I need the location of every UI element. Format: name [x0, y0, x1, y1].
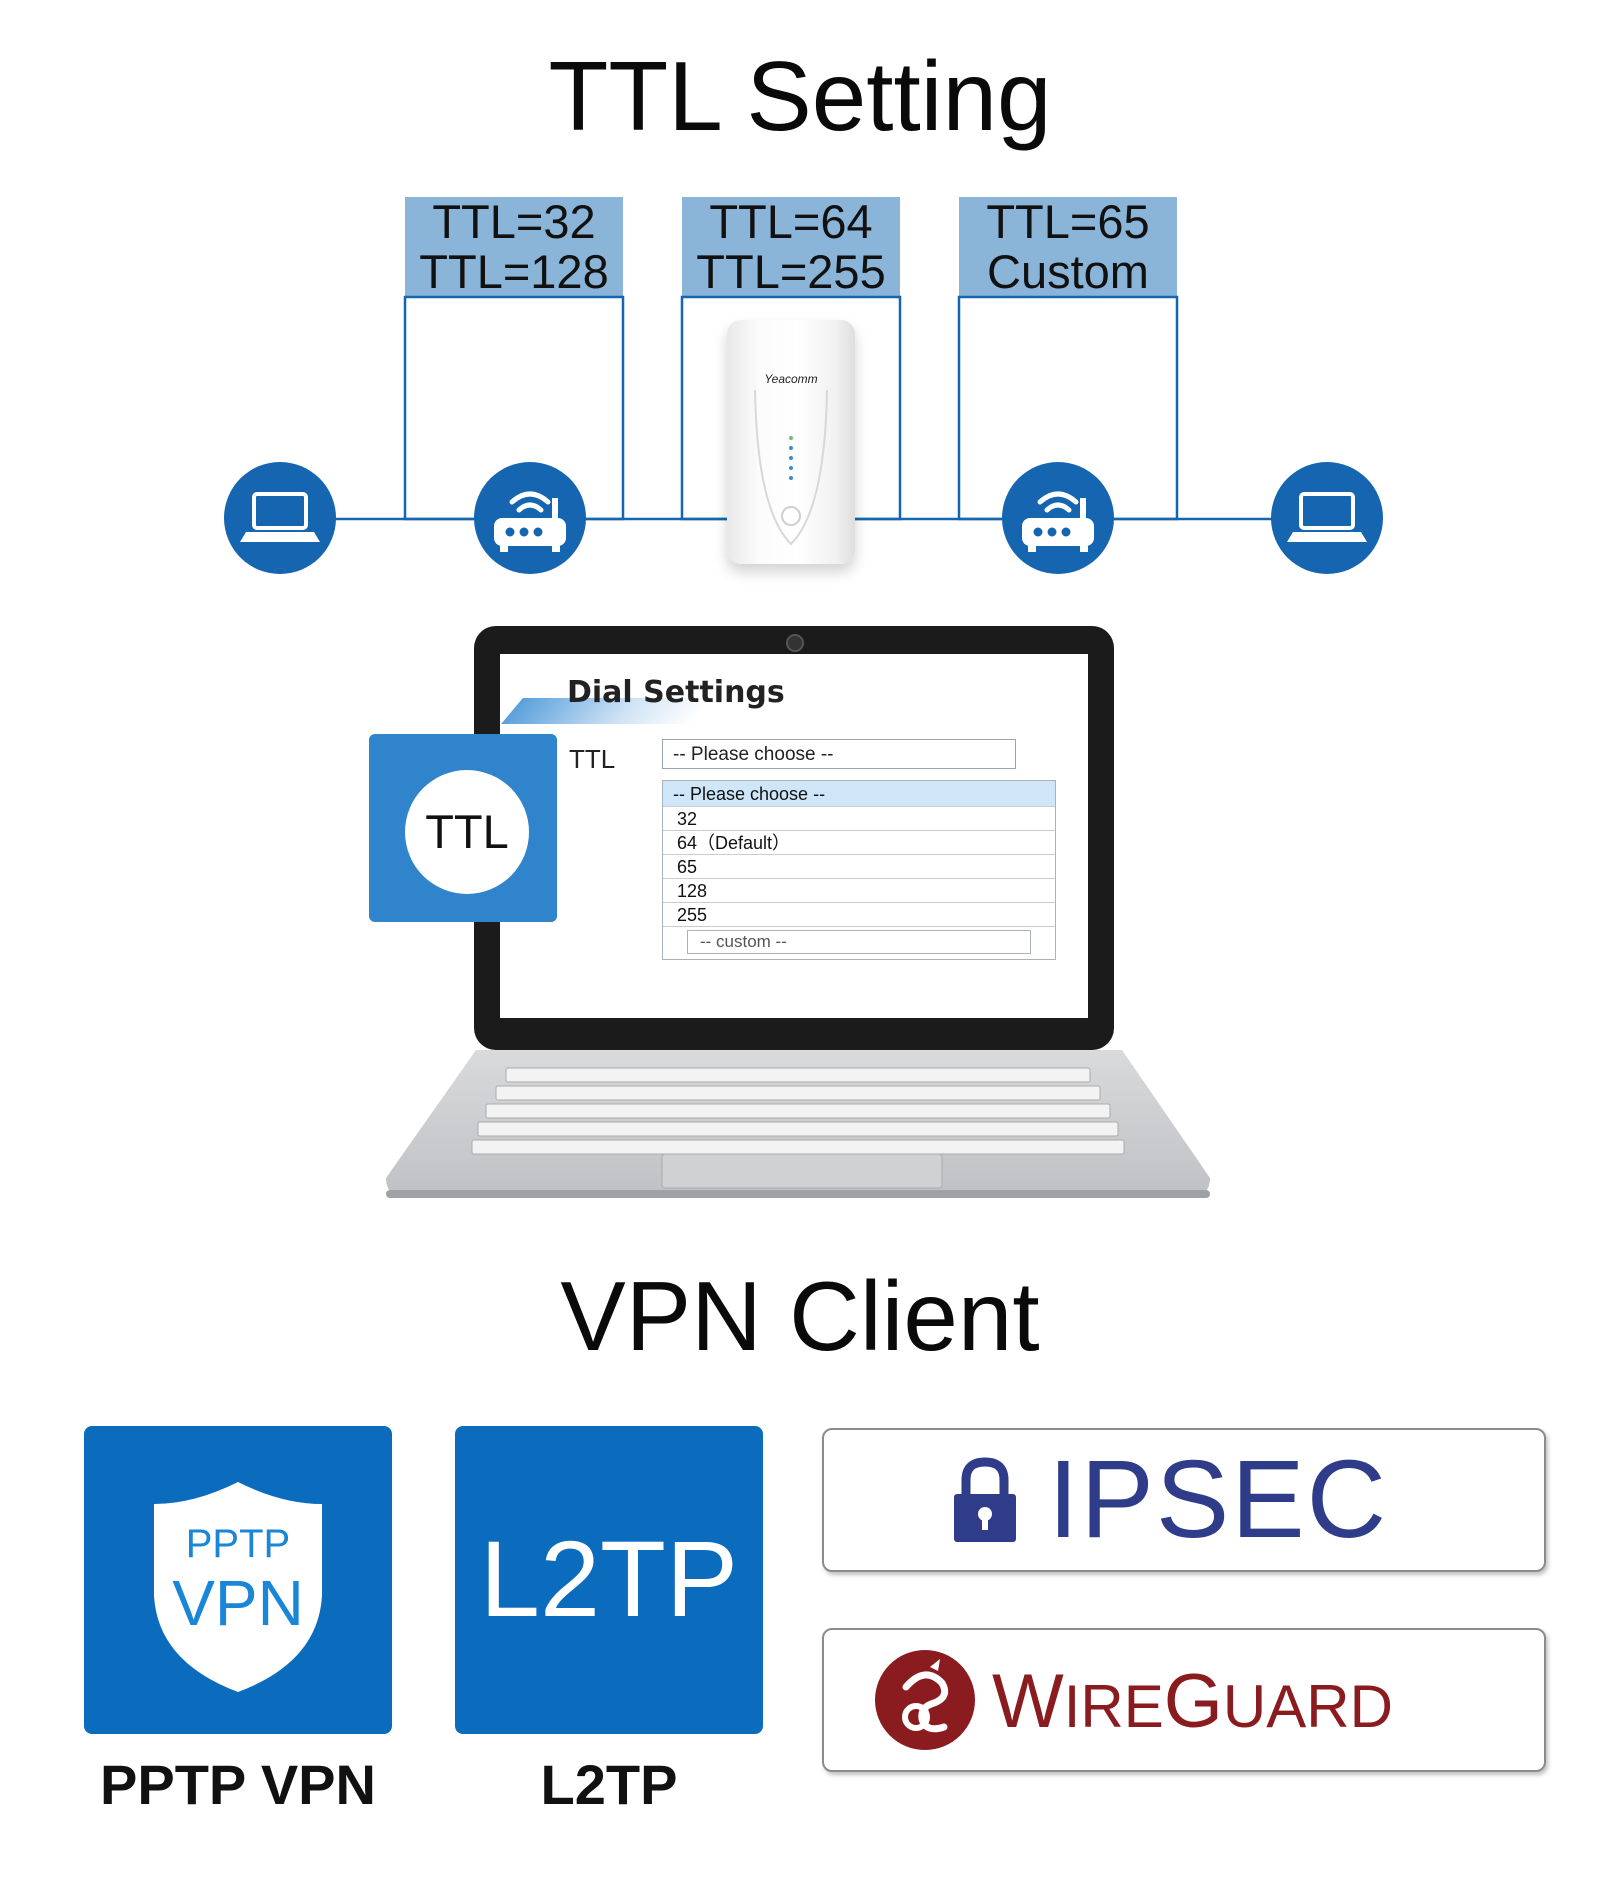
dropdown-option[interactable]: 128	[663, 879, 1055, 903]
wireguard-text: WIREGUARD	[992, 1658, 1393, 1745]
dropdown-option[interactable]: 32	[663, 807, 1055, 831]
ttl-box-line1: TTL=65	[986, 195, 1150, 248]
router-icon	[474, 462, 586, 574]
wireguard-g: G	[1163, 1659, 1223, 1744]
ipsec-text: IPSEC	[1048, 1438, 1389, 1561]
router-front-shape	[754, 389, 828, 546]
lock-icon	[954, 1457, 1016, 1542]
l2tp-tile-text: L2TP	[479, 1518, 739, 1639]
ttl-dropdown-list: -- Please choose -- 32 64（Default） 65 12…	[662, 780, 1056, 960]
router-icon	[1002, 462, 1114, 574]
ttl-field-label: TTL	[569, 744, 616, 774]
custom-ttl-input[interactable]: -- custom --	[687, 930, 1031, 954]
laptop-icon	[224, 462, 336, 574]
webcam	[786, 634, 804, 652]
ttl-setting-title: TTL Setting	[548, 41, 1052, 151]
ttl-box-65-custom: TTL=65 Custom	[959, 197, 1177, 297]
dropdown-option[interactable]: -- Please choose --	[663, 781, 1055, 807]
dropdown-option[interactable]: 65	[663, 855, 1055, 879]
laptop-keyboard-base	[386, 1050, 1210, 1198]
dial-settings-title: Dial Settings	[567, 675, 785, 710]
pptp-shield-top-text: PPTP	[185, 1522, 291, 1566]
ttl-badge-text: TTL	[405, 770, 529, 894]
dropdown-option[interactable]: 255	[663, 903, 1055, 927]
ttl-select[interactable]: -- Please choose --	[662, 739, 1016, 769]
wireguard-uard: UARD	[1222, 1673, 1393, 1740]
pptp-vpn-tile: PPTP VPN	[84, 1426, 392, 1734]
wireguard-ire: IRE	[1063, 1673, 1164, 1740]
router-brand: Yeacomm	[764, 372, 818, 386]
pptp-vpn-label: PPTP VPN	[100, 1753, 376, 1816]
ttl-badge: TTL	[369, 734, 557, 922]
wireguard-w: W	[992, 1659, 1064, 1744]
l2tp-tile: L2TP	[455, 1426, 763, 1734]
ipsec-logo-box: IPSEC	[822, 1428, 1546, 1572]
pptp-shield-bottom-text: VPN	[172, 1567, 304, 1639]
router-device: Yeacomm	[727, 320, 855, 564]
ttl-box-32-128: TTL=32 TTL=128	[405, 197, 623, 297]
ttl-box-line2: TTL=128	[419, 245, 609, 298]
dropdown-option[interactable]: 64（Default）	[663, 831, 1055, 855]
vpn-client-title: VPN Client	[560, 1261, 1040, 1371]
shield-icon	[154, 1482, 322, 1692]
laptop-icon	[1271, 462, 1383, 574]
ttl-box-64-255: TTL=64 TTL=255	[682, 197, 900, 297]
ttl-box-line2: Custom	[987, 245, 1149, 298]
ttl-box-line1: TTL=32	[432, 195, 596, 248]
l2tp-label: L2TP	[540, 1753, 678, 1816]
wireguard-dragon-icon	[875, 1650, 975, 1750]
ttl-box-line2: TTL=255	[696, 245, 886, 298]
wireguard-logo-box: WIREGUARD	[822, 1628, 1546, 1772]
ttl-box-line1: TTL=64	[709, 195, 873, 248]
